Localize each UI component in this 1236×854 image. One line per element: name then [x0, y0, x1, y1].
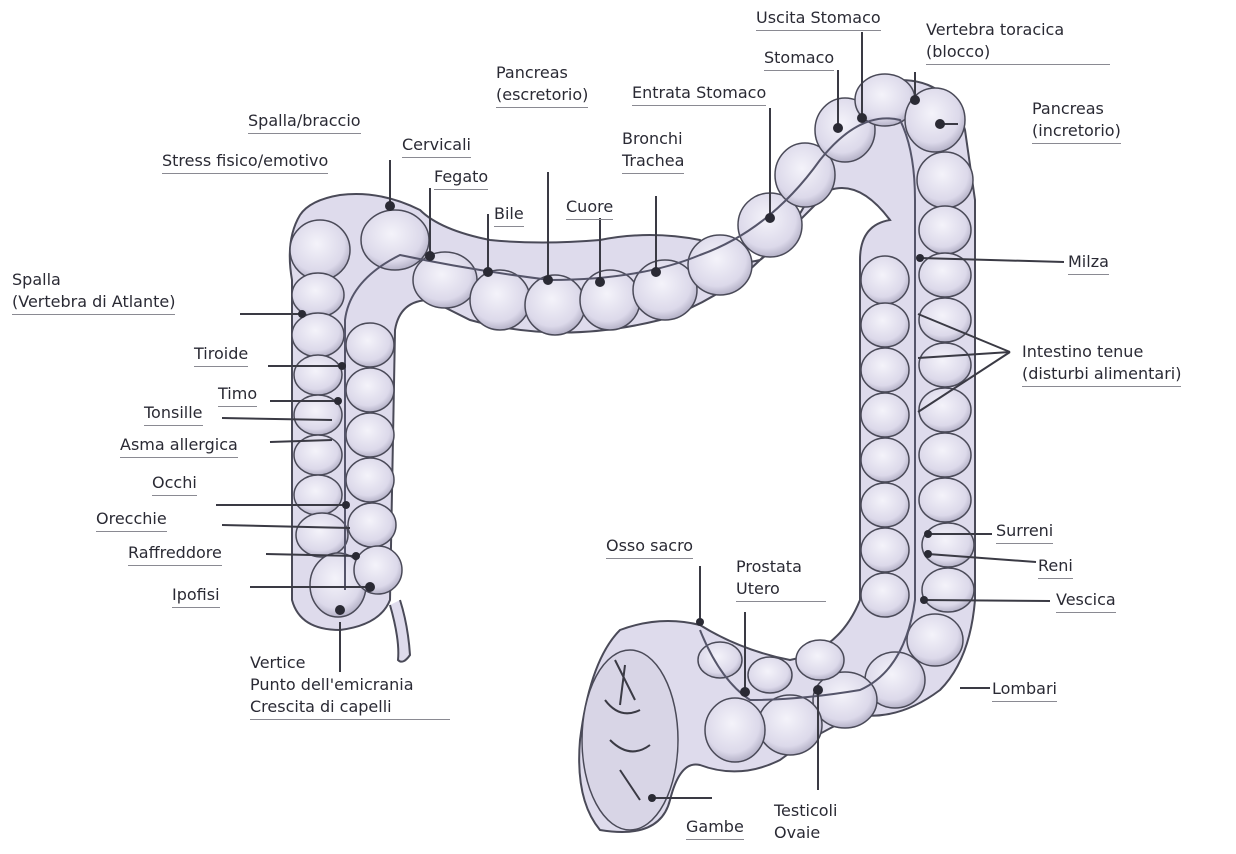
label-orecchie: Orecchie [96, 508, 167, 532]
label-pancreas-incretorio-line2: (incretorio) [1032, 120, 1121, 142]
label-spalla-atlante: Spalla (Vertebra di Atlante) [12, 269, 175, 315]
label-bronchi-trachea: Bronchi Trachea [622, 128, 684, 174]
label-entrata-stomaco: Entrata Stomaco [632, 82, 766, 106]
label-bile: Bile [494, 203, 524, 227]
label-spalla-atlante-line1: Spalla [12, 269, 175, 291]
label-prostata-utero-line2: Utero [736, 578, 826, 600]
label-tonsille: Tonsille [144, 402, 203, 426]
label-pancreas-escretorio-line2: (escretorio) [496, 84, 588, 106]
label-vertebra-toracica-line1: Vertebra toracica [926, 19, 1110, 41]
label-vescica: Vescica [1056, 589, 1116, 613]
label-tiroide: Tiroide [194, 343, 248, 367]
label-pancreas-escretorio-line1: Pancreas [496, 62, 588, 84]
label-surreni: Surreni [996, 520, 1053, 544]
label-uscita-stomaco: Uscita Stomaco [756, 7, 881, 31]
label-bronchi-trachea-line2: Trachea [622, 150, 684, 172]
label-cervicali: Cervicali [402, 134, 471, 158]
label-bronchi-trachea-line1: Bronchi [622, 128, 684, 150]
label-stomaco: Stomaco [764, 47, 834, 71]
label-stress: Stress fisico/emotivo [162, 150, 328, 174]
label-gambe: Gambe [686, 816, 744, 840]
label-cuore: Cuore [566, 196, 613, 220]
label-lombari: Lombari [992, 678, 1057, 702]
label-occhi: Occhi [152, 472, 197, 496]
label-vertice-line3: Crescita di capelli [250, 696, 450, 718]
label-reni: Reni [1038, 555, 1073, 579]
label-testicoli-ovaie-line1: Testicoli [774, 800, 837, 822]
label-vertice: Vertice Punto dell'emicrania Crescita di… [250, 652, 450, 720]
label-intestino-tenue-line1: Intestino tenue [1022, 341, 1181, 363]
label-fegato: Fegato [434, 166, 488, 190]
label-testicoli-ovaie: Testicoli Ovaie [774, 800, 837, 845]
label-osso-sacro: Osso sacro [606, 535, 693, 559]
label-asma: Asma allergica [120, 434, 238, 458]
label-pancreas-escretorio: Pancreas (escretorio) [496, 62, 588, 108]
label-prostata-utero: Prostata Utero [736, 556, 826, 602]
label-prostata-utero-line1: Prostata [736, 556, 826, 578]
label-timo: Timo [218, 383, 257, 407]
label-milza: Milza [1068, 251, 1109, 275]
label-ipofisi: Ipofisi [172, 584, 220, 608]
label-testicoli-ovaie-line2: Ovaie [774, 822, 837, 844]
label-spalla-atlante-line2: (Vertebra di Atlante) [12, 291, 175, 313]
label-vertebra-toracica: Vertebra toracica (blocco) [926, 19, 1110, 65]
label-intestino-tenue-line2: (disturbi alimentari) [1022, 363, 1181, 385]
label-intestino-tenue: Intestino tenue (disturbi alimentari) [1022, 341, 1181, 387]
label-raffreddore: Raffreddore [128, 542, 222, 566]
label-vertice-line2: Punto dell'emicrania [250, 674, 450, 696]
label-pancreas-incretorio-line1: Pancreas [1032, 98, 1121, 120]
label-vertebra-toracica-line2: (blocco) [926, 41, 1110, 63]
label-pancreas-incretorio: Pancreas (incretorio) [1032, 98, 1121, 144]
label-vertice-line1: Vertice [250, 652, 450, 674]
label-spalla-braccio: Spalla/braccio [248, 110, 361, 134]
